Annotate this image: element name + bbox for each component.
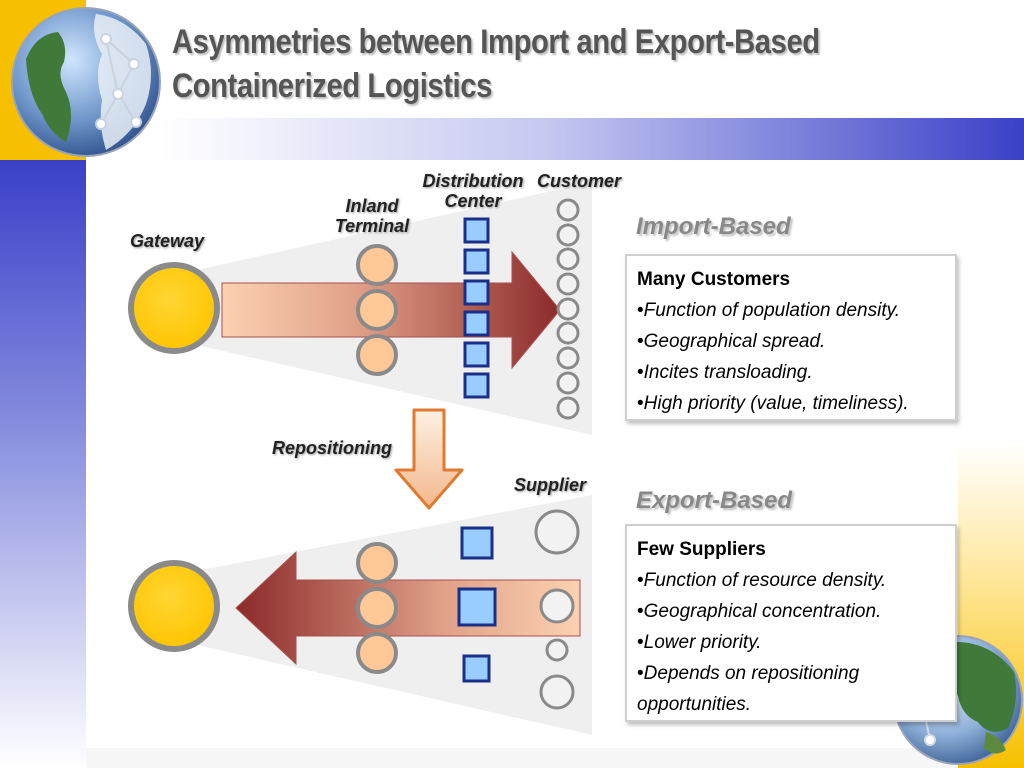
import-description-box: Many Customers Function of population de… <box>625 254 957 421</box>
export-distribution-node <box>460 526 494 560</box>
export-bullet: Lower priority. <box>637 627 945 658</box>
export-based-heading: Export-Based <box>636 487 793 514</box>
import-based-heading: Import-Based <box>636 213 791 240</box>
distribution-center-node <box>463 310 490 337</box>
export-bullet: Depends on repositioning opportunities. <box>637 658 897 720</box>
export-inland-terminal-node <box>356 587 398 629</box>
supplier-node <box>539 588 575 624</box>
export-distribution-node <box>457 587 497 627</box>
export-gateway-node <box>128 560 220 652</box>
customer-node <box>556 223 580 247</box>
import-inland-terminal-node <box>356 334 398 376</box>
distribution-center-node <box>463 279 490 306</box>
export-description-box: Few Suppliers Function of resource densi… <box>625 524 957 722</box>
customer-node <box>556 297 580 321</box>
import-inland-terminal-node <box>356 244 398 286</box>
supplier-label: Supplier <box>514 475 587 495</box>
import-bullet: Incites transloading. <box>637 357 945 388</box>
export-flow-arrow <box>235 550 581 666</box>
import-box-title: Many Customers <box>637 269 791 290</box>
supplier-node <box>539 674 575 710</box>
import-inland-terminal-node <box>356 289 398 331</box>
customer-node <box>556 321 580 345</box>
globe-americas-network-icon <box>11 7 161 157</box>
customer-node <box>556 396 580 420</box>
customer-node <box>556 247 580 271</box>
repositioning-label: Repositioning <box>272 438 392 458</box>
export-inland-terminal-node <box>356 542 398 584</box>
gateway-label: Gateway <box>130 231 205 251</box>
distribution-center-node <box>463 341 490 368</box>
export-distribution-node <box>462 654 491 683</box>
import-bullet: High priority (value, timeliness). <box>637 388 945 419</box>
customer-node <box>556 198 580 222</box>
supplier-node <box>545 638 569 662</box>
repositioning-arrow <box>394 408 464 510</box>
customer-node <box>556 272 580 296</box>
distribution-center-node <box>463 217 490 244</box>
slide-title: Asymmetries between Import and Export-Ba… <box>172 23 820 105</box>
left-accent-bar <box>0 160 86 768</box>
export-bullet: Geographical concentration. <box>637 596 945 627</box>
customer-label: Customer <box>537 171 622 191</box>
export-box-title: Few Suppliers <box>637 539 766 560</box>
distribution-center-node <box>463 372 490 399</box>
header-band <box>160 118 1024 160</box>
supplier-node <box>534 509 580 555</box>
import-bullet: Function of population density. <box>637 295 945 326</box>
bottom-strip <box>86 748 958 768</box>
customer-node <box>556 346 580 370</box>
import-gateway-node <box>128 262 220 354</box>
distribution-center-node <box>463 248 490 275</box>
customer-node <box>556 371 580 395</box>
export-bullet: Function of resource density. <box>637 565 945 596</box>
export-inland-terminal-node <box>356 632 398 674</box>
import-bullet: Geographical spread. <box>637 326 945 357</box>
